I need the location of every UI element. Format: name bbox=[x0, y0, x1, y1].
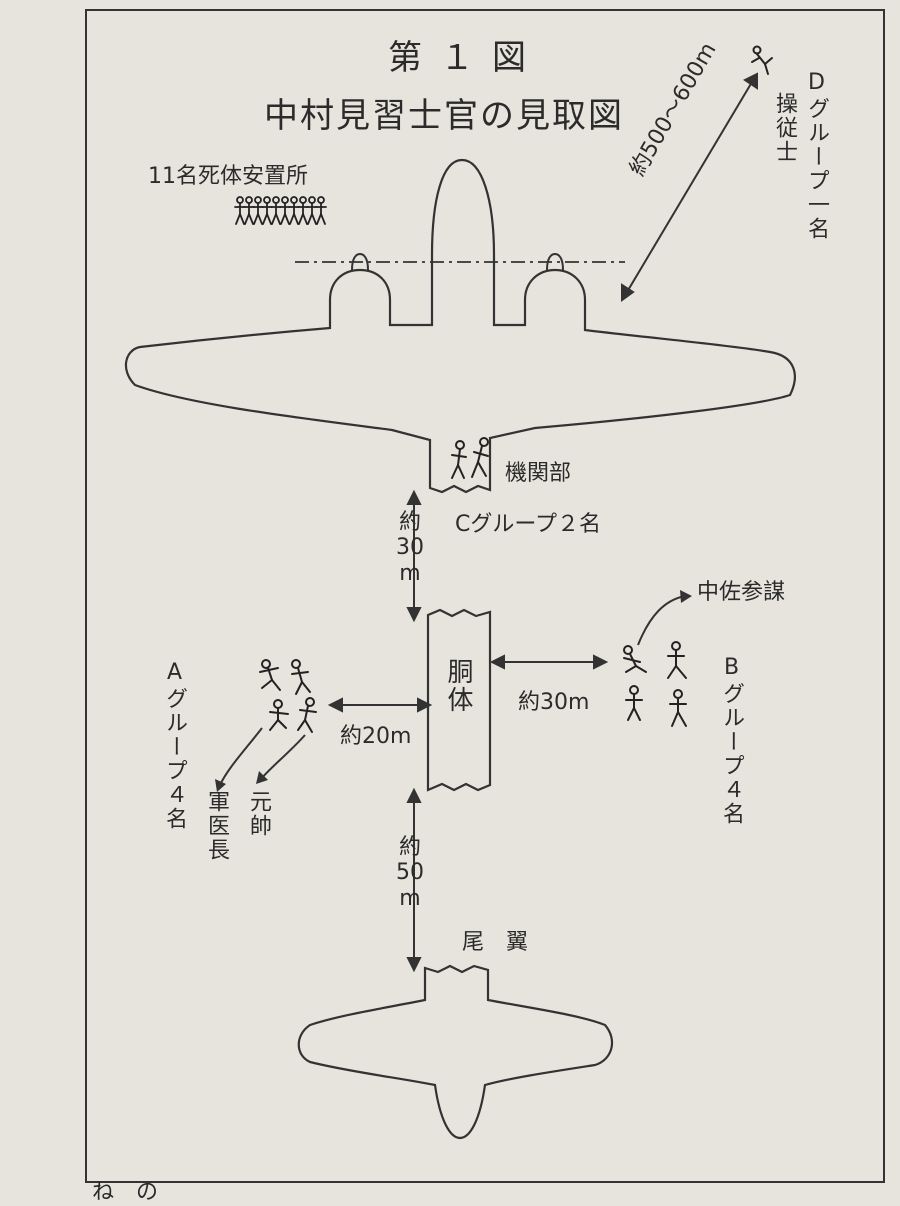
fuselage-label: 胴体 bbox=[443, 658, 473, 714]
tail-outline bbox=[297, 964, 614, 1140]
movement-arrows bbox=[219, 595, 686, 786]
distance-30m-char-2: 30 bbox=[396, 535, 424, 561]
distance-50m-char-3: m bbox=[399, 885, 421, 911]
body-figure bbox=[261, 196, 273, 225]
body-figure bbox=[252, 196, 264, 225]
distance-50m-char-1: 約 bbox=[398, 835, 421, 860]
colonel-label: 中佐参謀 bbox=[697, 580, 786, 605]
distance-30m-side-label: 約30m bbox=[518, 690, 590, 715]
distance-20m-label: 約20m bbox=[340, 724, 412, 749]
dimension-arrows bbox=[327, 72, 758, 973]
fuselage-outline bbox=[426, 608, 492, 792]
body-figure bbox=[288, 196, 300, 225]
figure-b4 bbox=[669, 689, 687, 727]
figure-b2 bbox=[667, 641, 687, 679]
figure-c1 bbox=[451, 440, 467, 479]
figure-pilot bbox=[751, 45, 773, 75]
group-b-label: Bグループ４名 bbox=[719, 655, 744, 826]
group-a-label: Aグループ４名 bbox=[162, 660, 187, 831]
bodies-row bbox=[234, 196, 327, 225]
body-figure bbox=[306, 196, 318, 225]
surgeon-label: 軍医長 bbox=[204, 790, 229, 862]
group-d-label: Dグループ一名 bbox=[804, 70, 829, 241]
figure-b3 bbox=[625, 685, 643, 721]
body-figure bbox=[270, 196, 282, 225]
figure-a3 bbox=[269, 699, 289, 731]
group-c-label: Cグループ２名 bbox=[455, 512, 602, 537]
body-figure bbox=[279, 196, 291, 225]
distance-30m-vertical: 約 30 m bbox=[396, 510, 424, 586]
stick-figures bbox=[259, 45, 773, 733]
main-wing-outline bbox=[124, 158, 796, 494]
distance-30m-char-3: m bbox=[399, 560, 421, 586]
figure-b1 bbox=[623, 645, 647, 673]
pilot-label: 操従士 bbox=[772, 92, 797, 164]
figure-a2 bbox=[291, 659, 311, 695]
marshal-label: 元帥 bbox=[246, 790, 271, 838]
body-figure bbox=[297, 196, 309, 225]
movement-arrowheads bbox=[215, 590, 692, 792]
figure-frame bbox=[85, 9, 885, 1183]
figure-title: 中村見習士官の見取図 bbox=[264, 96, 624, 136]
distance-50m-char-2: 50 bbox=[396, 860, 424, 886]
body-figure bbox=[243, 196, 255, 225]
figure-a1 bbox=[259, 659, 281, 691]
distance-30m-char-1: 約 bbox=[398, 510, 421, 535]
engine-label: 機関部 bbox=[505, 461, 572, 486]
page-text-fragment: ね の bbox=[92, 1180, 159, 1205]
body-figure bbox=[234, 196, 246, 225]
bodies-label: 11名死体安置所 bbox=[148, 164, 308, 189]
figure-number: 第１図 bbox=[388, 38, 544, 78]
figure-c2 bbox=[471, 437, 489, 478]
body-figure bbox=[315, 196, 327, 225]
tail-label: 尾 翼 bbox=[462, 930, 529, 955]
figure-a4 bbox=[297, 697, 317, 733]
distance-50m-vertical: 約 50 m bbox=[396, 835, 424, 911]
